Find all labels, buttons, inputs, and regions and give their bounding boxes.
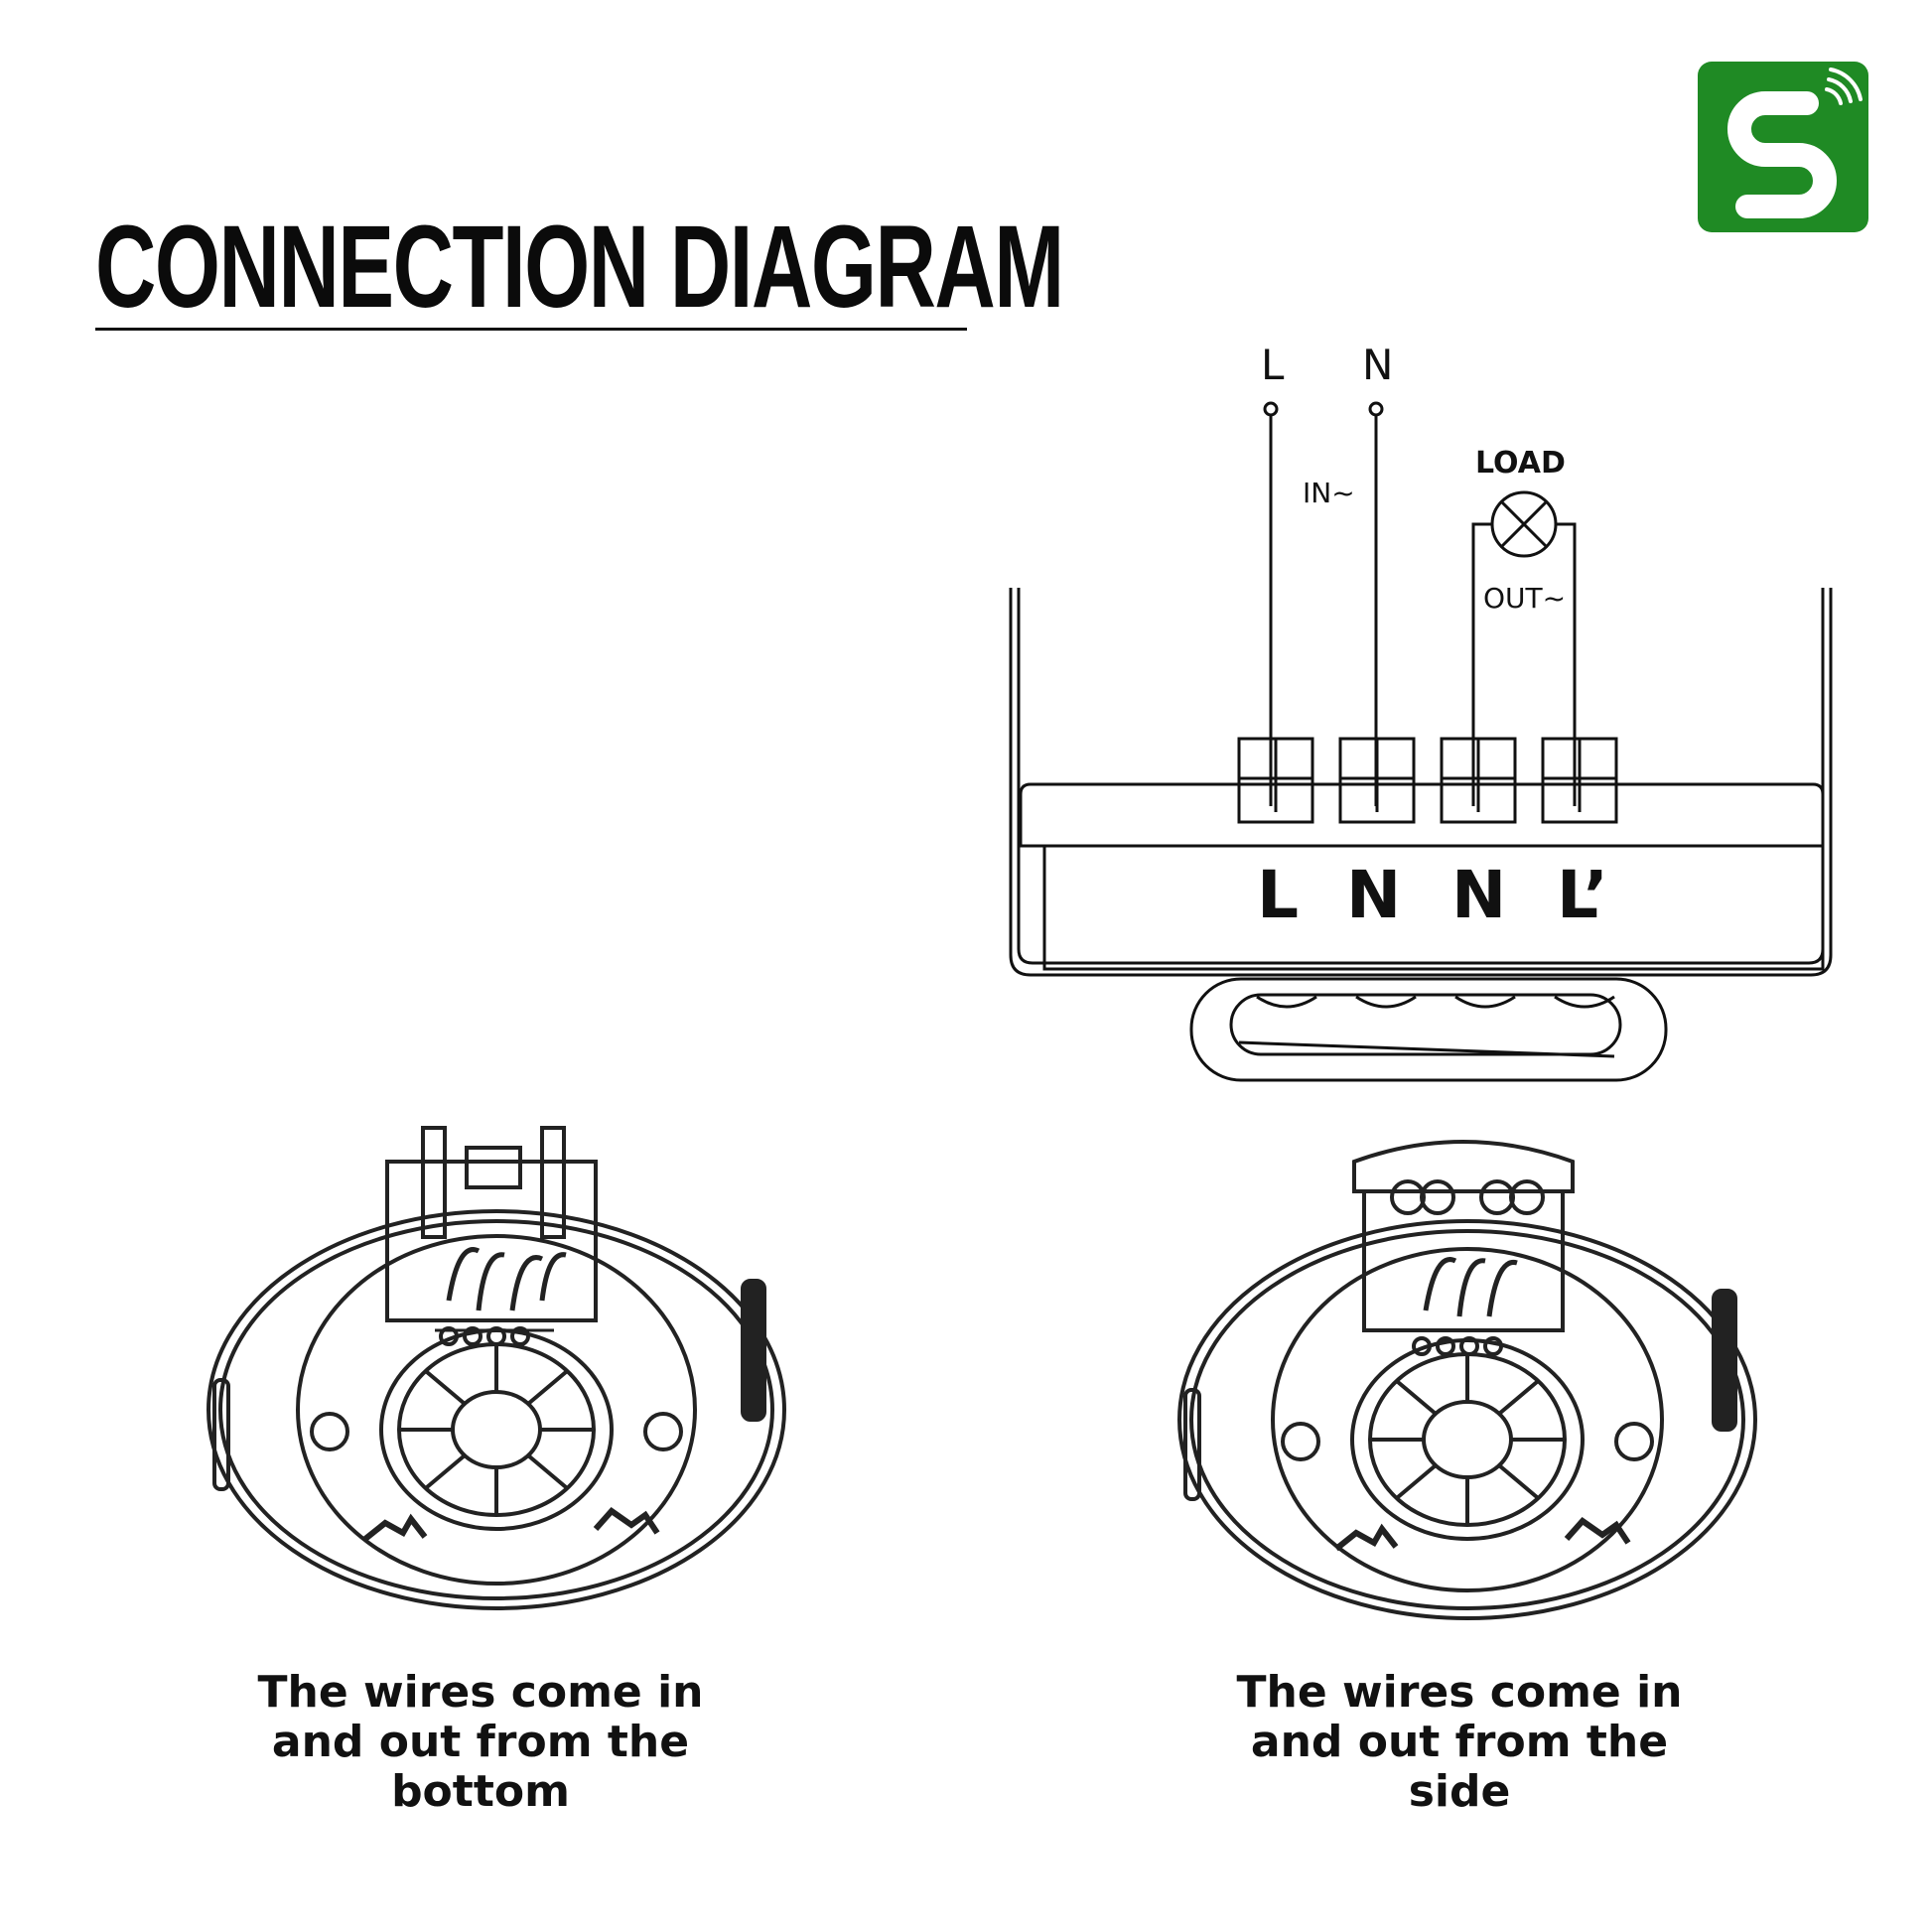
terminal-label-n2: N xyxy=(1451,857,1506,933)
caption-line: side xyxy=(1408,1766,1511,1817)
caption-line: bottom xyxy=(391,1766,570,1817)
terminal-n-post xyxy=(1368,401,1384,417)
page-title: CONNECTION DIAGRAM xyxy=(95,202,1064,333)
sensor-caption-side: The wires come in and out from the side xyxy=(1152,1668,1767,1817)
brand-s-wifi-icon xyxy=(1698,62,1868,232)
output-label: OUT~ xyxy=(1483,582,1566,615)
terminal-block-n1 xyxy=(1338,737,1416,824)
terminal-label-l-out: L’ xyxy=(1557,857,1608,933)
caption-line: and out from the xyxy=(1250,1717,1669,1767)
terminal-block-l xyxy=(1237,737,1314,824)
load-label: LOAD xyxy=(1475,446,1566,481)
supply-label-n: N xyxy=(1362,341,1393,389)
terminal-l-post xyxy=(1263,401,1279,417)
terminal-label-l: L xyxy=(1257,857,1299,933)
terminal-block-n2 xyxy=(1440,737,1517,824)
input-label: IN~ xyxy=(1303,477,1355,509)
supply-label-l: L xyxy=(1261,341,1285,389)
sensor-side-entry-icon xyxy=(1177,1140,1757,1620)
caption-line: and out from the xyxy=(271,1717,690,1767)
sensor-bottom-entry-icon xyxy=(207,1126,786,1610)
caption-line: The wires come in xyxy=(257,1667,704,1718)
title-underline xyxy=(95,328,967,331)
load-lamp-icon xyxy=(1490,490,1558,558)
caption-line: The wires come in xyxy=(1236,1667,1683,1718)
terminal-label-n1: N xyxy=(1346,857,1401,933)
terminal-block-l-out xyxy=(1541,737,1618,824)
sensor-caption-bottom: The wires come in and out from the botto… xyxy=(173,1668,788,1817)
